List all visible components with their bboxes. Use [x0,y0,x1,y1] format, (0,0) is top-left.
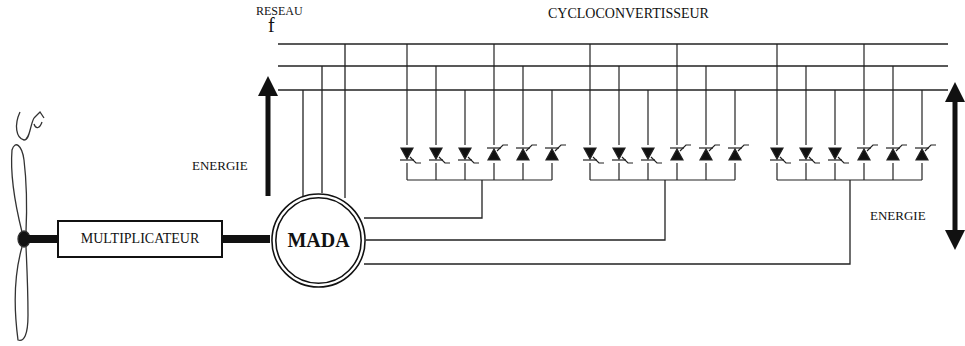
node-text: MADA [287,229,349,252]
wind-turbine [11,112,44,340]
shaft [24,235,58,243]
process-box: MULTIPLICATEUR [57,220,223,258]
stator-wire [303,44,345,198]
energy-label: ENERGIE [192,158,248,174]
shaft-connector [223,235,270,243]
grid-label: RESEAU [256,4,303,19]
energy-label: ENERGIE [870,208,926,224]
energy-arrow [266,86,271,196]
rotor-wire [364,180,850,264]
node-text: MULTIPLICATEUR [81,231,200,247]
frequency-label: f [268,14,275,37]
energy-arrow [953,92,958,240]
grid-bus [278,44,948,90]
converter-title: CYCLOCONVERTISSEUR [548,6,709,22]
machine-circle: MADA [270,192,367,289]
thyristors [400,44,936,180]
